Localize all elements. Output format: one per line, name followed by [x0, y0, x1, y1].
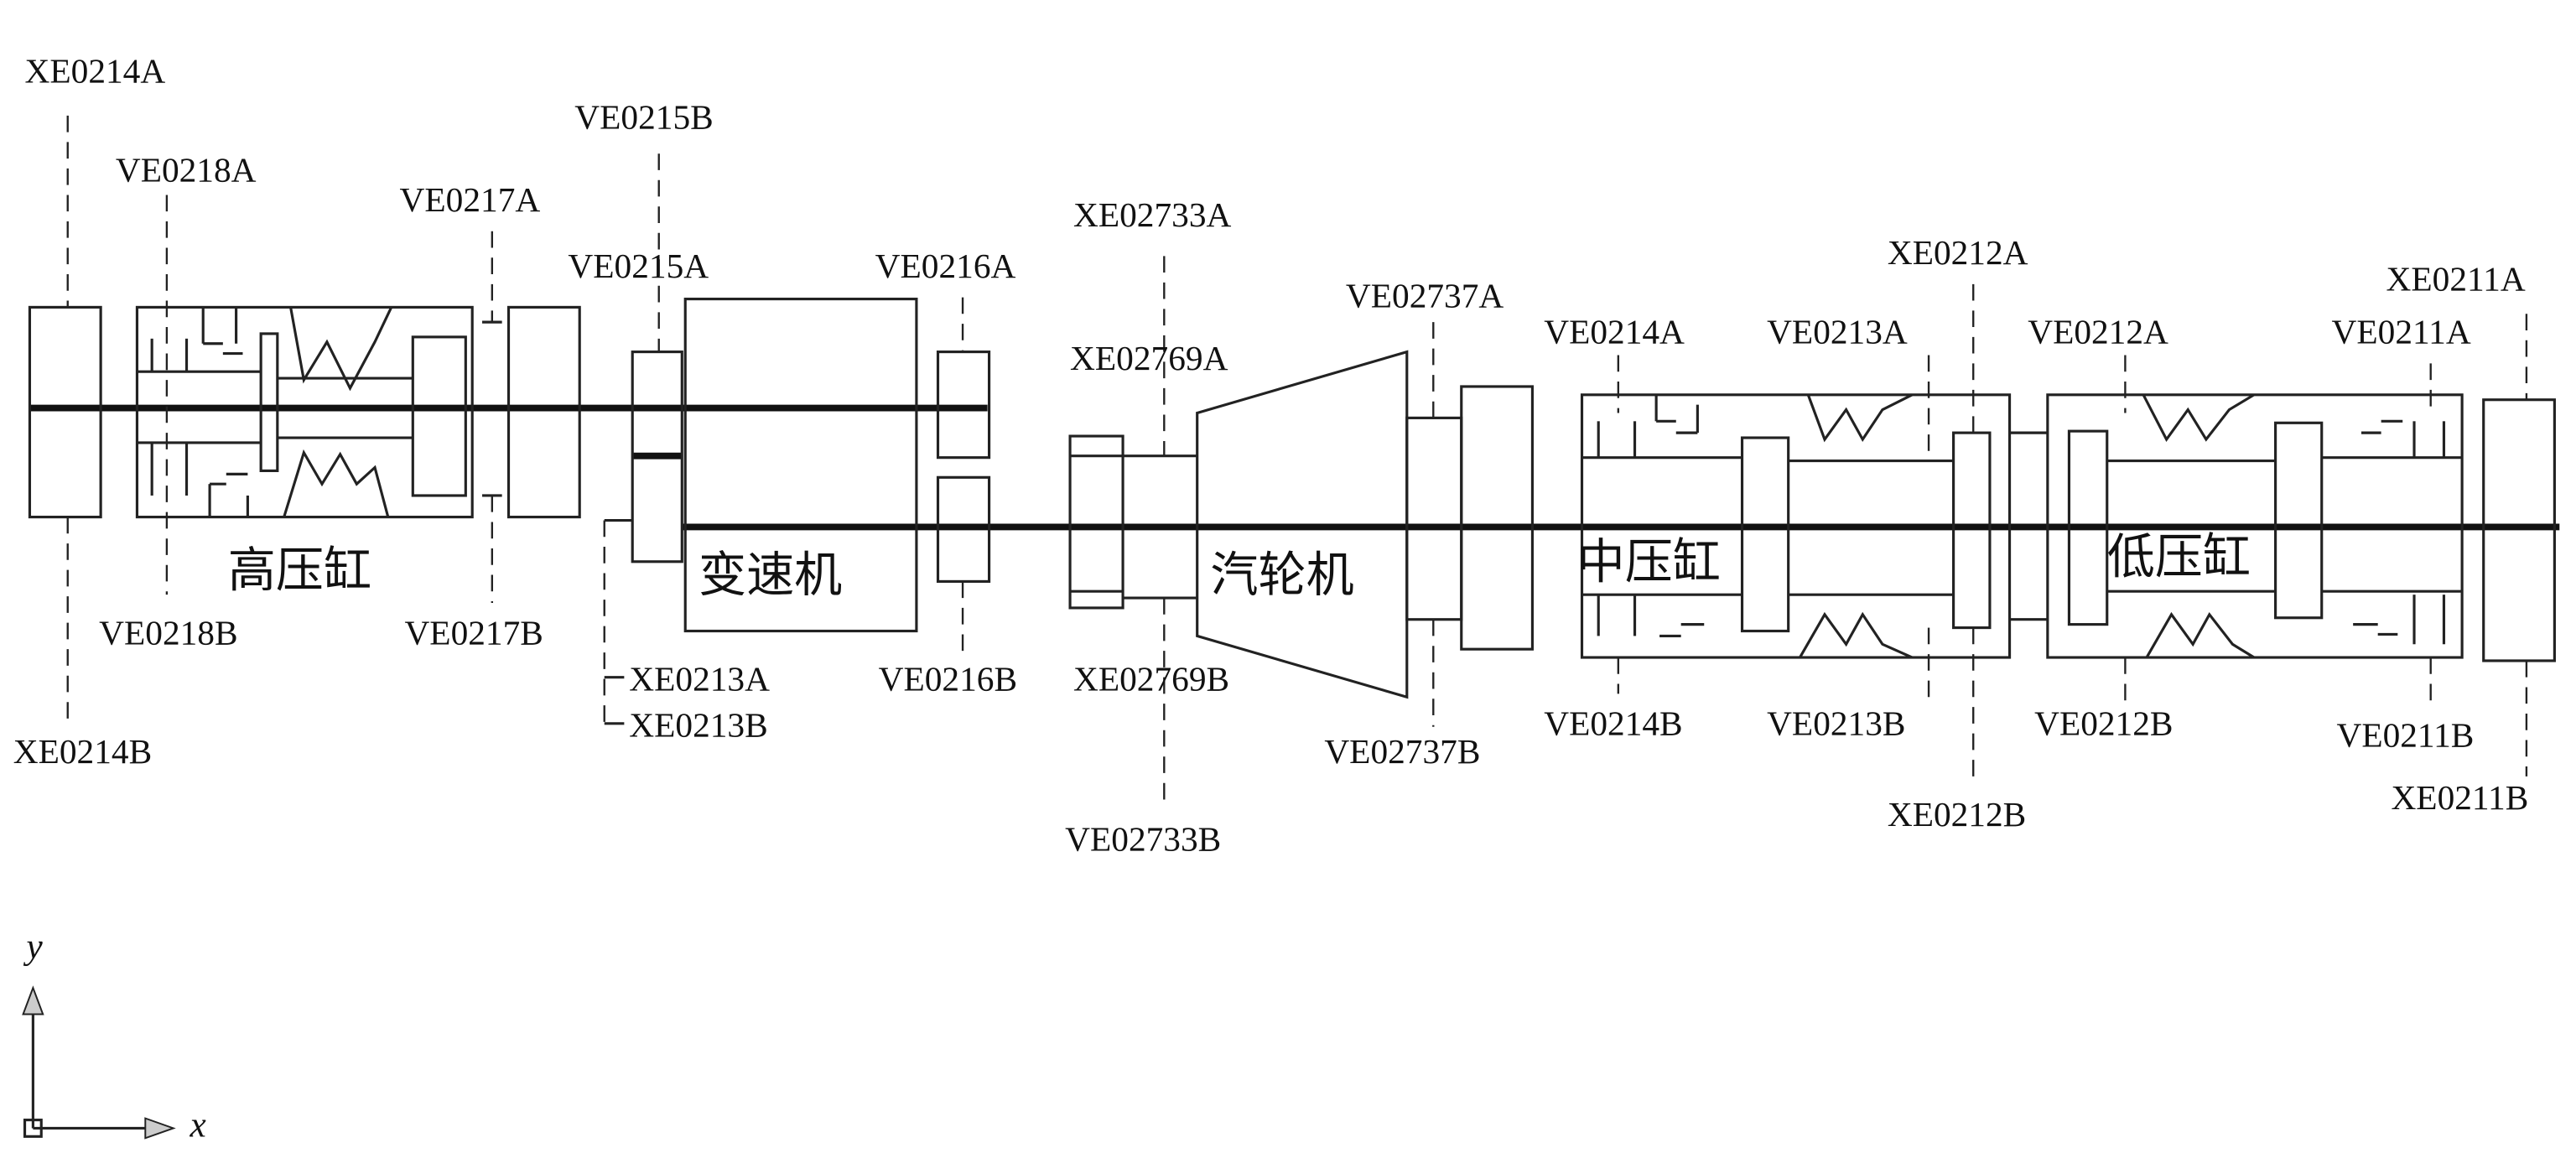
probe-label-ve0212a: VE0212A — [2028, 313, 2168, 351]
gearbox — [683, 297, 918, 633]
hp-cylinder — [135, 305, 474, 519]
coordinate-axes: y x — [22, 927, 206, 1145]
probe-label-xe0214a: XE0214A — [25, 51, 166, 90]
probe-label-ve0216b: VE0216B — [879, 659, 1017, 698]
gearbox-label: 变速机 — [699, 548, 842, 603]
probe-label-ve0218b: VE0218B — [99, 613, 237, 652]
x-axis-label: x — [189, 1104, 205, 1145]
probe-label-xe02769b: XE02769B — [1073, 659, 1229, 698]
probe-label-ve02737a: VE02737A — [1346, 276, 1504, 314]
probe-leader-lines — [66, 115, 2528, 810]
ip-cylinder — [1580, 393, 2012, 659]
probe-label-ve0211a: VE0211A — [2332, 313, 2471, 351]
probe-label-ve02737b: VE02737B — [1324, 732, 1480, 771]
y-axis-label: y — [23, 927, 44, 967]
y-arrow-icon — [22, 985, 44, 1015]
left-coupling — [28, 305, 102, 519]
lp-cylinder — [2046, 393, 2464, 659]
probe-label-xe02769a: XE02769A — [1070, 339, 1228, 377]
probe-label-ve0213a: VE0213A — [1767, 313, 1908, 351]
probe-label-xe02733a: XE02733A — [1073, 195, 1231, 234]
probe-label-ve0215a: VE0215A — [568, 247, 709, 285]
hp-bearing — [506, 305, 581, 519]
turbine-coupling-right — [1460, 385, 1535, 651]
right-coupling — [2482, 398, 2556, 662]
probe-label-ve0214a: VE0214A — [1544, 313, 1685, 351]
probe-label-ve02733b: VE02733B — [1065, 819, 1221, 858]
probe-label-ve0212b: VE0212B — [2034, 704, 2173, 743]
probe-label-ve0214b: VE0214B — [1544, 704, 1682, 743]
ip-cylinder-label: 中压缸 — [1577, 534, 1721, 589]
probe-labels: XE0214A VE0218A VE0217A VE0215B VE0215A VE021… — [13, 51, 2529, 858]
probe-label-xe0212a: XE0212A — [1888, 233, 2028, 272]
steam-turbine — [1196, 350, 1409, 699]
probe-label-ve0218a: VE0218A — [116, 151, 257, 190]
probe-label-xe0213b: XE0213B — [629, 706, 767, 745]
origin-square — [23, 1119, 43, 1138]
probe-label-xe0214b: XE0214B — [13, 732, 152, 771]
probe-label-xe0212b: XE0212B — [1888, 795, 2026, 834]
probe-label-xe0211b: XE0211B — [2391, 778, 2528, 817]
x-arrow-icon — [144, 1117, 176, 1140]
probe-label-ve0217b: VE0217B — [404, 613, 543, 652]
pinion — [631, 351, 683, 564]
probe-label-ve0216a: VE0216A — [875, 247, 1016, 285]
probe-label-ve0213b: VE0213B — [1767, 704, 1905, 743]
turbine-bearing — [1405, 416, 1463, 621]
probe-label-xe0211a: XE0211A — [2386, 260, 2526, 299]
hp-cylinder-label: 高压缸 — [228, 543, 371, 598]
lp-cylinder-label: 低压缸 — [2107, 530, 2251, 585]
steam-turbine-label: 汽轮机 — [1210, 548, 1353, 603]
probe-label-ve0211b: VE0211B — [2336, 715, 2474, 754]
probe-label-ve0217a: VE0217A — [400, 180, 541, 219]
probe-label-ve0215b: VE0215B — [574, 98, 713, 137]
turbine-coupling — [1068, 434, 1124, 610]
probe-label-xe0213a: XE0213A — [629, 659, 770, 698]
